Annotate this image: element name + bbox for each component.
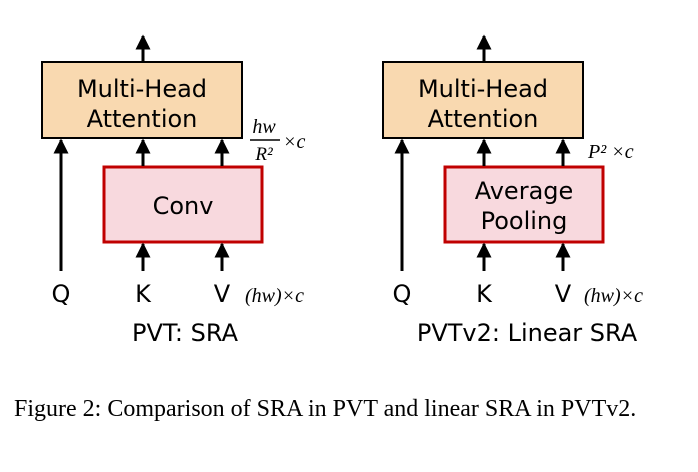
figure-caption: Figure 2: Comparison of SRA in PVT and l…: [14, 396, 637, 422]
pvt-sra-panel: Multi-Head Attention Conv hw R² ×c Q K V…: [41, 34, 305, 347]
conv-label: Conv: [153, 192, 214, 220]
v-dim-label: (hw)×c: [584, 285, 643, 307]
sra-comparison-diagram: Multi-Head Attention Conv hw R² ×c Q K V…: [41, 34, 643, 347]
pvt-sra-subtitle: PVT: SRA: [132, 319, 239, 347]
kv-dim-denominator: R²: [254, 144, 273, 165]
v-dim-label: (hw)×c: [245, 285, 304, 307]
input-k-label: K: [135, 280, 152, 308]
attention-label-line2: Attention: [428, 105, 539, 133]
kv-dim-suffix: ×c: [283, 131, 305, 153]
input-k-label: K: [476, 280, 493, 308]
pvtv2-linear-sra-panel: Multi-Head Attention Average Pooling P² …: [382, 34, 643, 347]
pooling-label-line1: Average: [475, 177, 574, 205]
input-v-label: V: [214, 280, 231, 308]
pooling-label-line2: Pooling: [481, 207, 568, 235]
attention-label-line1: Multi-Head: [77, 75, 207, 103]
pvtv2-linear-sra-subtitle: PVTv2: Linear SRA: [417, 319, 638, 347]
multi-head-attention-box: [382, 61, 584, 139]
input-v-label: V: [555, 280, 572, 308]
kv-dim-numerator: hw: [252, 116, 276, 138]
conv-box: [102, 165, 264, 244]
kv-dim-label: P² ×c: [587, 141, 634, 163]
attention-label-line1: Multi-Head: [418, 75, 548, 103]
multi-head-attention-box: [41, 61, 243, 139]
input-q-label: Q: [52, 280, 71, 308]
input-q-label: Q: [393, 280, 412, 308]
average-pooling-box: [443, 165, 605, 244]
attention-label-line2: Attention: [87, 105, 198, 133]
